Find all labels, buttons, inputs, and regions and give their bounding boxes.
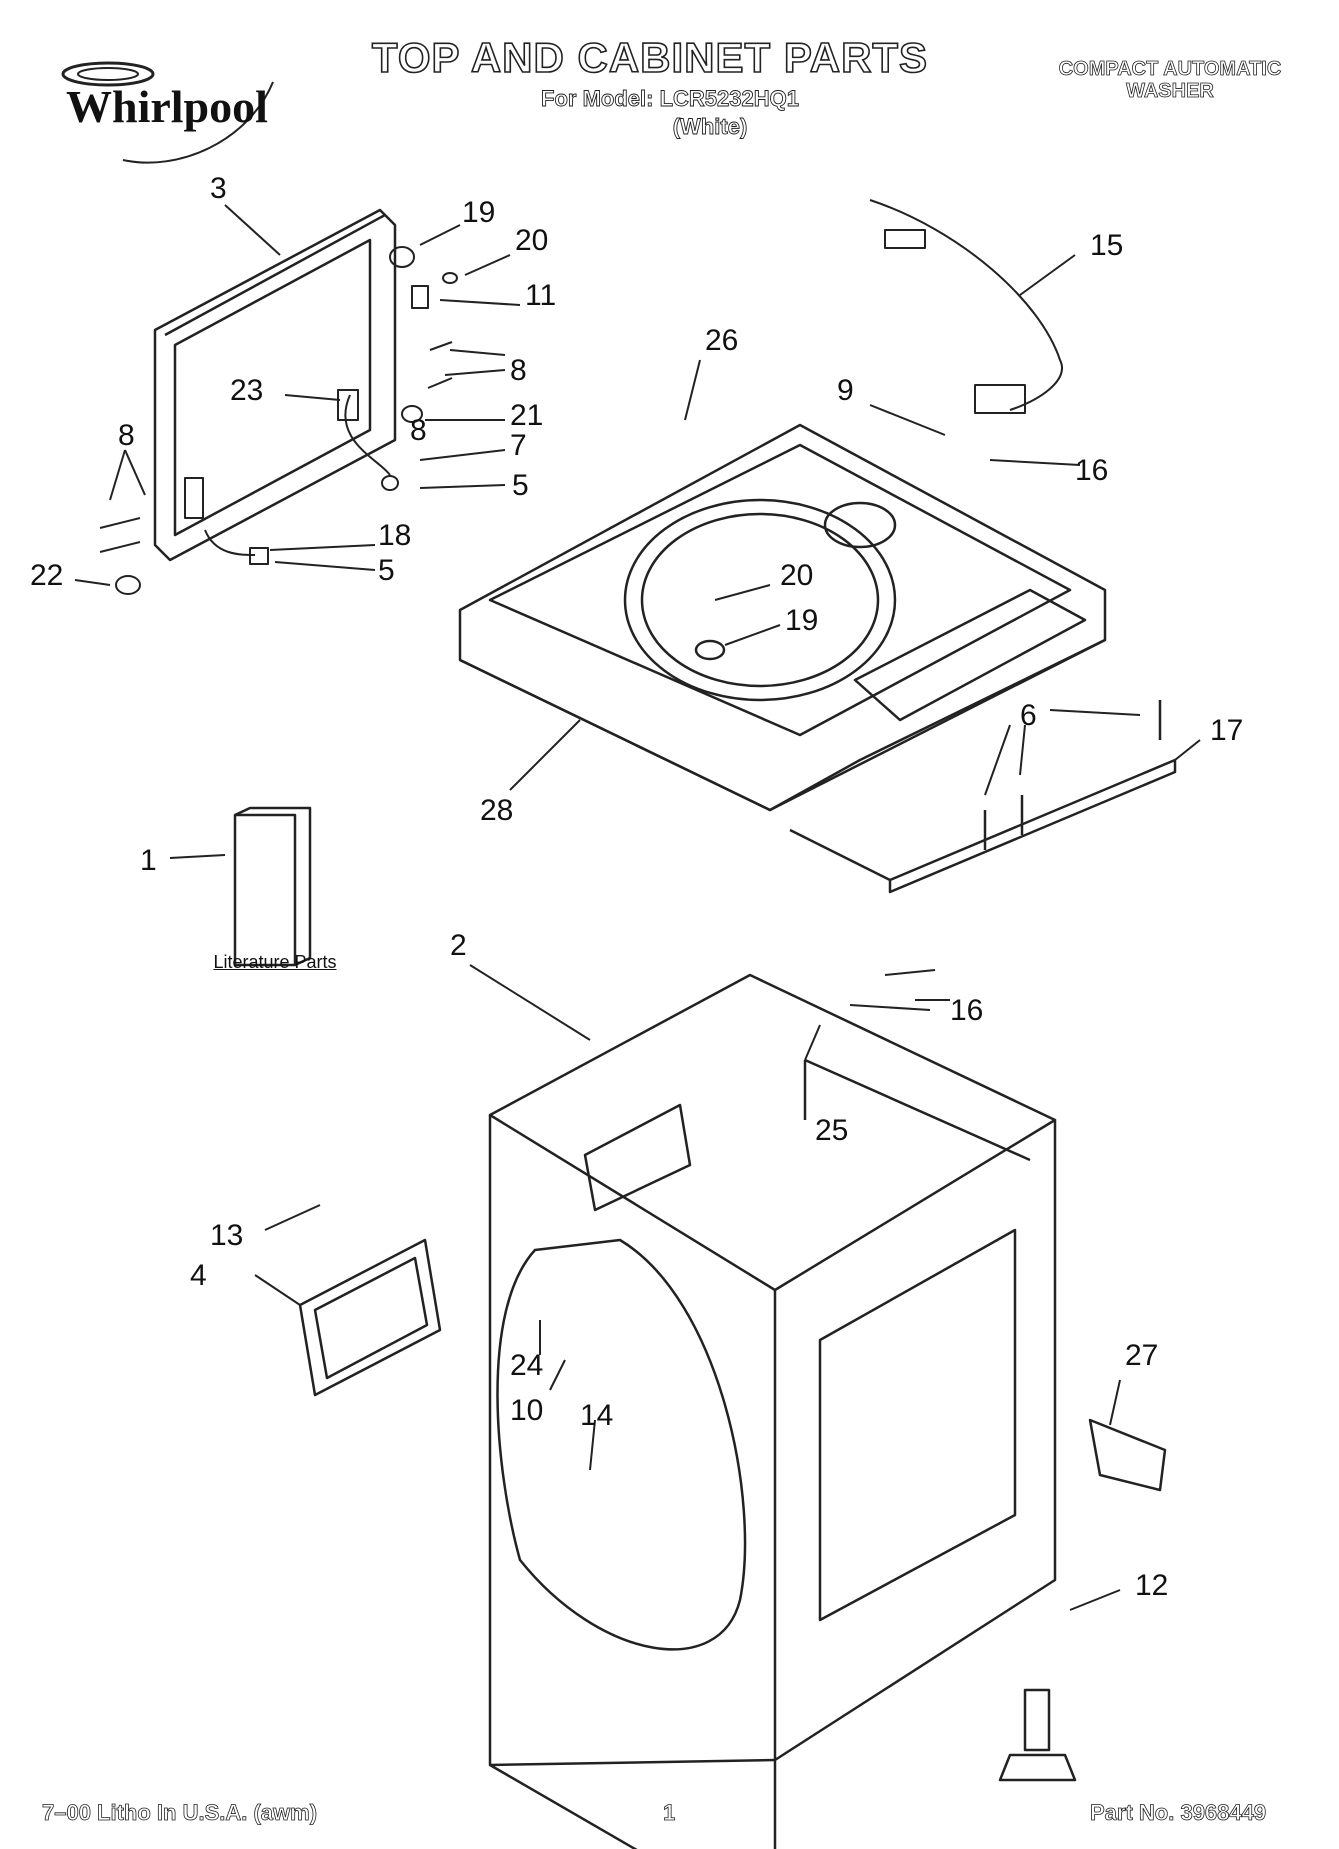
appliance-line-1: COMPACT AUTOMATIC — [1058, 58, 1282, 81]
callout: 22 — [30, 559, 63, 592]
callout: 13 — [210, 1219, 243, 1252]
callout: 20 — [515, 224, 548, 257]
footer-page-number: 1 — [663, 1800, 676, 1826]
lid-hardware — [99, 246, 458, 595]
cabinet-part — [488, 973, 1057, 1849]
callout: 7 — [510, 429, 527, 462]
callout: 10 — [510, 1394, 543, 1427]
appliance-line-2: WASHER — [1126, 80, 1215, 103]
brand-wordmark: Whirlpool — [66, 81, 268, 132]
callout: 5 — [378, 554, 395, 587]
callout: 9 — [837, 374, 854, 407]
callout: 8 — [118, 419, 135, 452]
callout: 12 — [1135, 1569, 1168, 1602]
callout: 21 — [510, 399, 543, 432]
callout: 18 — [378, 519, 411, 552]
callout: 20 — [780, 559, 813, 592]
callout: 14 — [580, 1399, 613, 1432]
access-panel-part — [298, 1238, 442, 1397]
callout: 25 — [815, 1114, 848, 1147]
callout: 26 — [705, 324, 738, 357]
callout: 8 — [510, 354, 527, 387]
callout: 16 — [950, 994, 983, 1027]
callout: 6 — [1020, 699, 1037, 732]
callout: 27 — [1125, 1339, 1158, 1372]
page-title: TOP AND CABINET PARTS — [371, 33, 929, 82]
brand-logo: Whirlpool — [28, 52, 278, 172]
model-line: For Model: LCR5232HQ1 — [541, 86, 800, 112]
callout: 3 — [210, 172, 227, 205]
literature-parts-label: Literature Parts — [213, 952, 337, 972]
callout: 15 — [1090, 229, 1123, 262]
washer-top-part — [458, 423, 1107, 812]
wire-harness-part — [869, 199, 1063, 414]
bracket-part — [1088, 1418, 1167, 1492]
callout: 28 — [480, 794, 513, 827]
callout: 24 — [510, 1349, 543, 1382]
callout: 1 — [140, 844, 157, 877]
color-line: (White) — [672, 114, 748, 140]
callout: 19 — [462, 196, 495, 229]
leveling-leg-part — [998, 1688, 1077, 1782]
lid-part — [153, 208, 397, 562]
callout: 23 — [230, 374, 263, 407]
callout: 11 — [525, 279, 556, 312]
whirlpool-swirl-icon — [61, 61, 274, 164]
footer-part-number: Part No. 3968449 — [1090, 1800, 1267, 1826]
appliance-type: COMPACT AUTOMATIC WASHER — [1000, 58, 1339, 103]
callout: 2 — [450, 929, 467, 962]
callout: 4 — [190, 1259, 207, 1292]
literature-part — [233, 813, 297, 967]
callout: 16 — [1075, 454, 1108, 487]
leader-lines — [74, 204, 1201, 1611]
callout: 17 — [1210, 714, 1243, 747]
callout: 8 — [410, 414, 427, 447]
footer-litho: 7–00 Litho In U.S.A. (awm) — [42, 1800, 318, 1826]
callout-numbers: 3 19 20 11 8 8 23 21 7 5 8 18 5 22 15 26… — [30, 172, 1243, 1602]
callout: 5 — [512, 469, 529, 502]
callout: 19 — [785, 604, 818, 637]
hinge-strip-part — [789, 700, 1177, 894]
